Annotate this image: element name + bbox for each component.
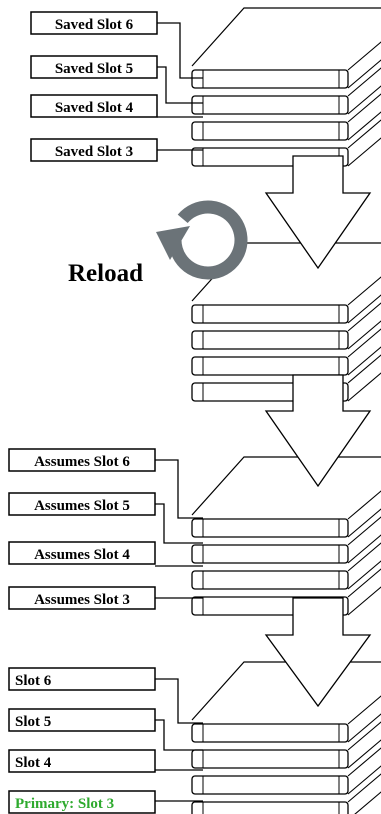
module-edge <box>347 119 381 149</box>
module-edge <box>347 320 381 350</box>
final-slot-labels: Slot 6 Slot 5 Slot 4 Primary: Slot 3 <box>8 667 156 814</box>
module-edge <box>347 739 381 769</box>
module-edge <box>347 67 381 97</box>
slot-6-label: Slot 6 <box>15 673 52 689</box>
module-edge <box>347 302 381 332</box>
assumes-slot-6-label: Assumes Slot 6 <box>34 454 130 470</box>
slot-module <box>191 570 349 590</box>
module-edge <box>347 765 381 795</box>
saved-slot-4-label: Saved Slot 4 <box>55 100 134 116</box>
module-edge <box>347 93 381 123</box>
module-edge <box>347 560 381 590</box>
saved-slot-3-label: Saved Slot 3 <box>55 144 133 160</box>
flow-arrows <box>264 155 372 708</box>
slot-module <box>191 356 349 376</box>
assumes-slot-4-label: Assumes Slot 4 <box>34 547 130 563</box>
slot-module <box>191 330 349 350</box>
reload-arrowhead <box>156 226 190 260</box>
chassis-stack <box>191 456 381 616</box>
module-edge <box>347 276 381 306</box>
reload-icon <box>156 200 248 280</box>
assumes-slot-3-label: Assumes Slot 3 <box>34 592 130 608</box>
module-edge <box>347 773 381 803</box>
chassis-top <box>191 7 381 67</box>
module-edge <box>347 490 381 520</box>
slot-module <box>191 518 349 538</box>
connector-assumes-slot-5 <box>155 503 203 544</box>
module-edge <box>347 586 381 616</box>
down-arrow <box>264 374 372 488</box>
slot-module <box>191 801 349 814</box>
module-edge <box>347 111 381 141</box>
saved-slot-labels: Saved Slot 6 Saved Slot 5 Saved Slot 4 S… <box>30 11 158 162</box>
module-edge <box>347 346 381 376</box>
slot-module <box>191 723 349 743</box>
module-edge <box>347 59 381 89</box>
module-edge <box>347 354 381 384</box>
module-edge <box>347 508 381 538</box>
connector-saved-slot-5 <box>157 66 203 104</box>
down-arrow <box>264 597 372 708</box>
chassis-stack <box>191 661 381 814</box>
slot-module <box>191 69 349 89</box>
slot-module <box>191 95 349 115</box>
slot-module <box>191 304 349 324</box>
label-connectors <box>155 22 203 802</box>
assumes-slot-5-label: Assumes Slot 5 <box>34 498 130 514</box>
slot-5-label: Slot 5 <box>15 714 51 730</box>
slot-module <box>191 121 349 141</box>
slot-4-label: Slot 4 <box>15 755 52 771</box>
slot-module <box>191 775 349 795</box>
slot-module <box>191 544 349 564</box>
reload-label: Reload <box>68 260 143 287</box>
module-edge <box>347 542 381 572</box>
module-edge <box>347 294 381 324</box>
saved-slot-5-label: Saved Slot 5 <box>55 61 133 77</box>
module-edge <box>347 41 381 71</box>
module-edge <box>354 791 381 814</box>
chassis-stack <box>191 7 381 167</box>
module-edge <box>347 137 381 167</box>
down-arrow <box>264 155 372 270</box>
connector-saved-slot-6 <box>157 22 203 79</box>
module-edge <box>347 516 381 546</box>
connector-assumes-slot-6 <box>155 459 203 519</box>
module-edge <box>347 568 381 598</box>
module-edge <box>347 713 381 743</box>
primary-slot-3-label: Primary: Slot 3 <box>15 796 114 812</box>
reload-indicator: Reload <box>68 200 248 287</box>
reload-arc <box>168 200 248 280</box>
module-edge <box>347 372 381 402</box>
assumes-slot-labels: Assumes Slot 6 Assumes Slot 5 Assumes Sl… <box>8 448 156 610</box>
module-edge <box>347 721 381 751</box>
module-edge <box>347 328 381 358</box>
module-edge <box>347 695 381 725</box>
saved-slot-6-label: Saved Slot 6 <box>55 17 134 33</box>
connector-slot-6 <box>155 678 203 724</box>
connector-slot-5 <box>155 719 203 751</box>
module-edge <box>347 534 381 564</box>
module-edge <box>347 747 381 777</box>
module-edge <box>347 85 381 115</box>
slot-module <box>191 749 349 769</box>
